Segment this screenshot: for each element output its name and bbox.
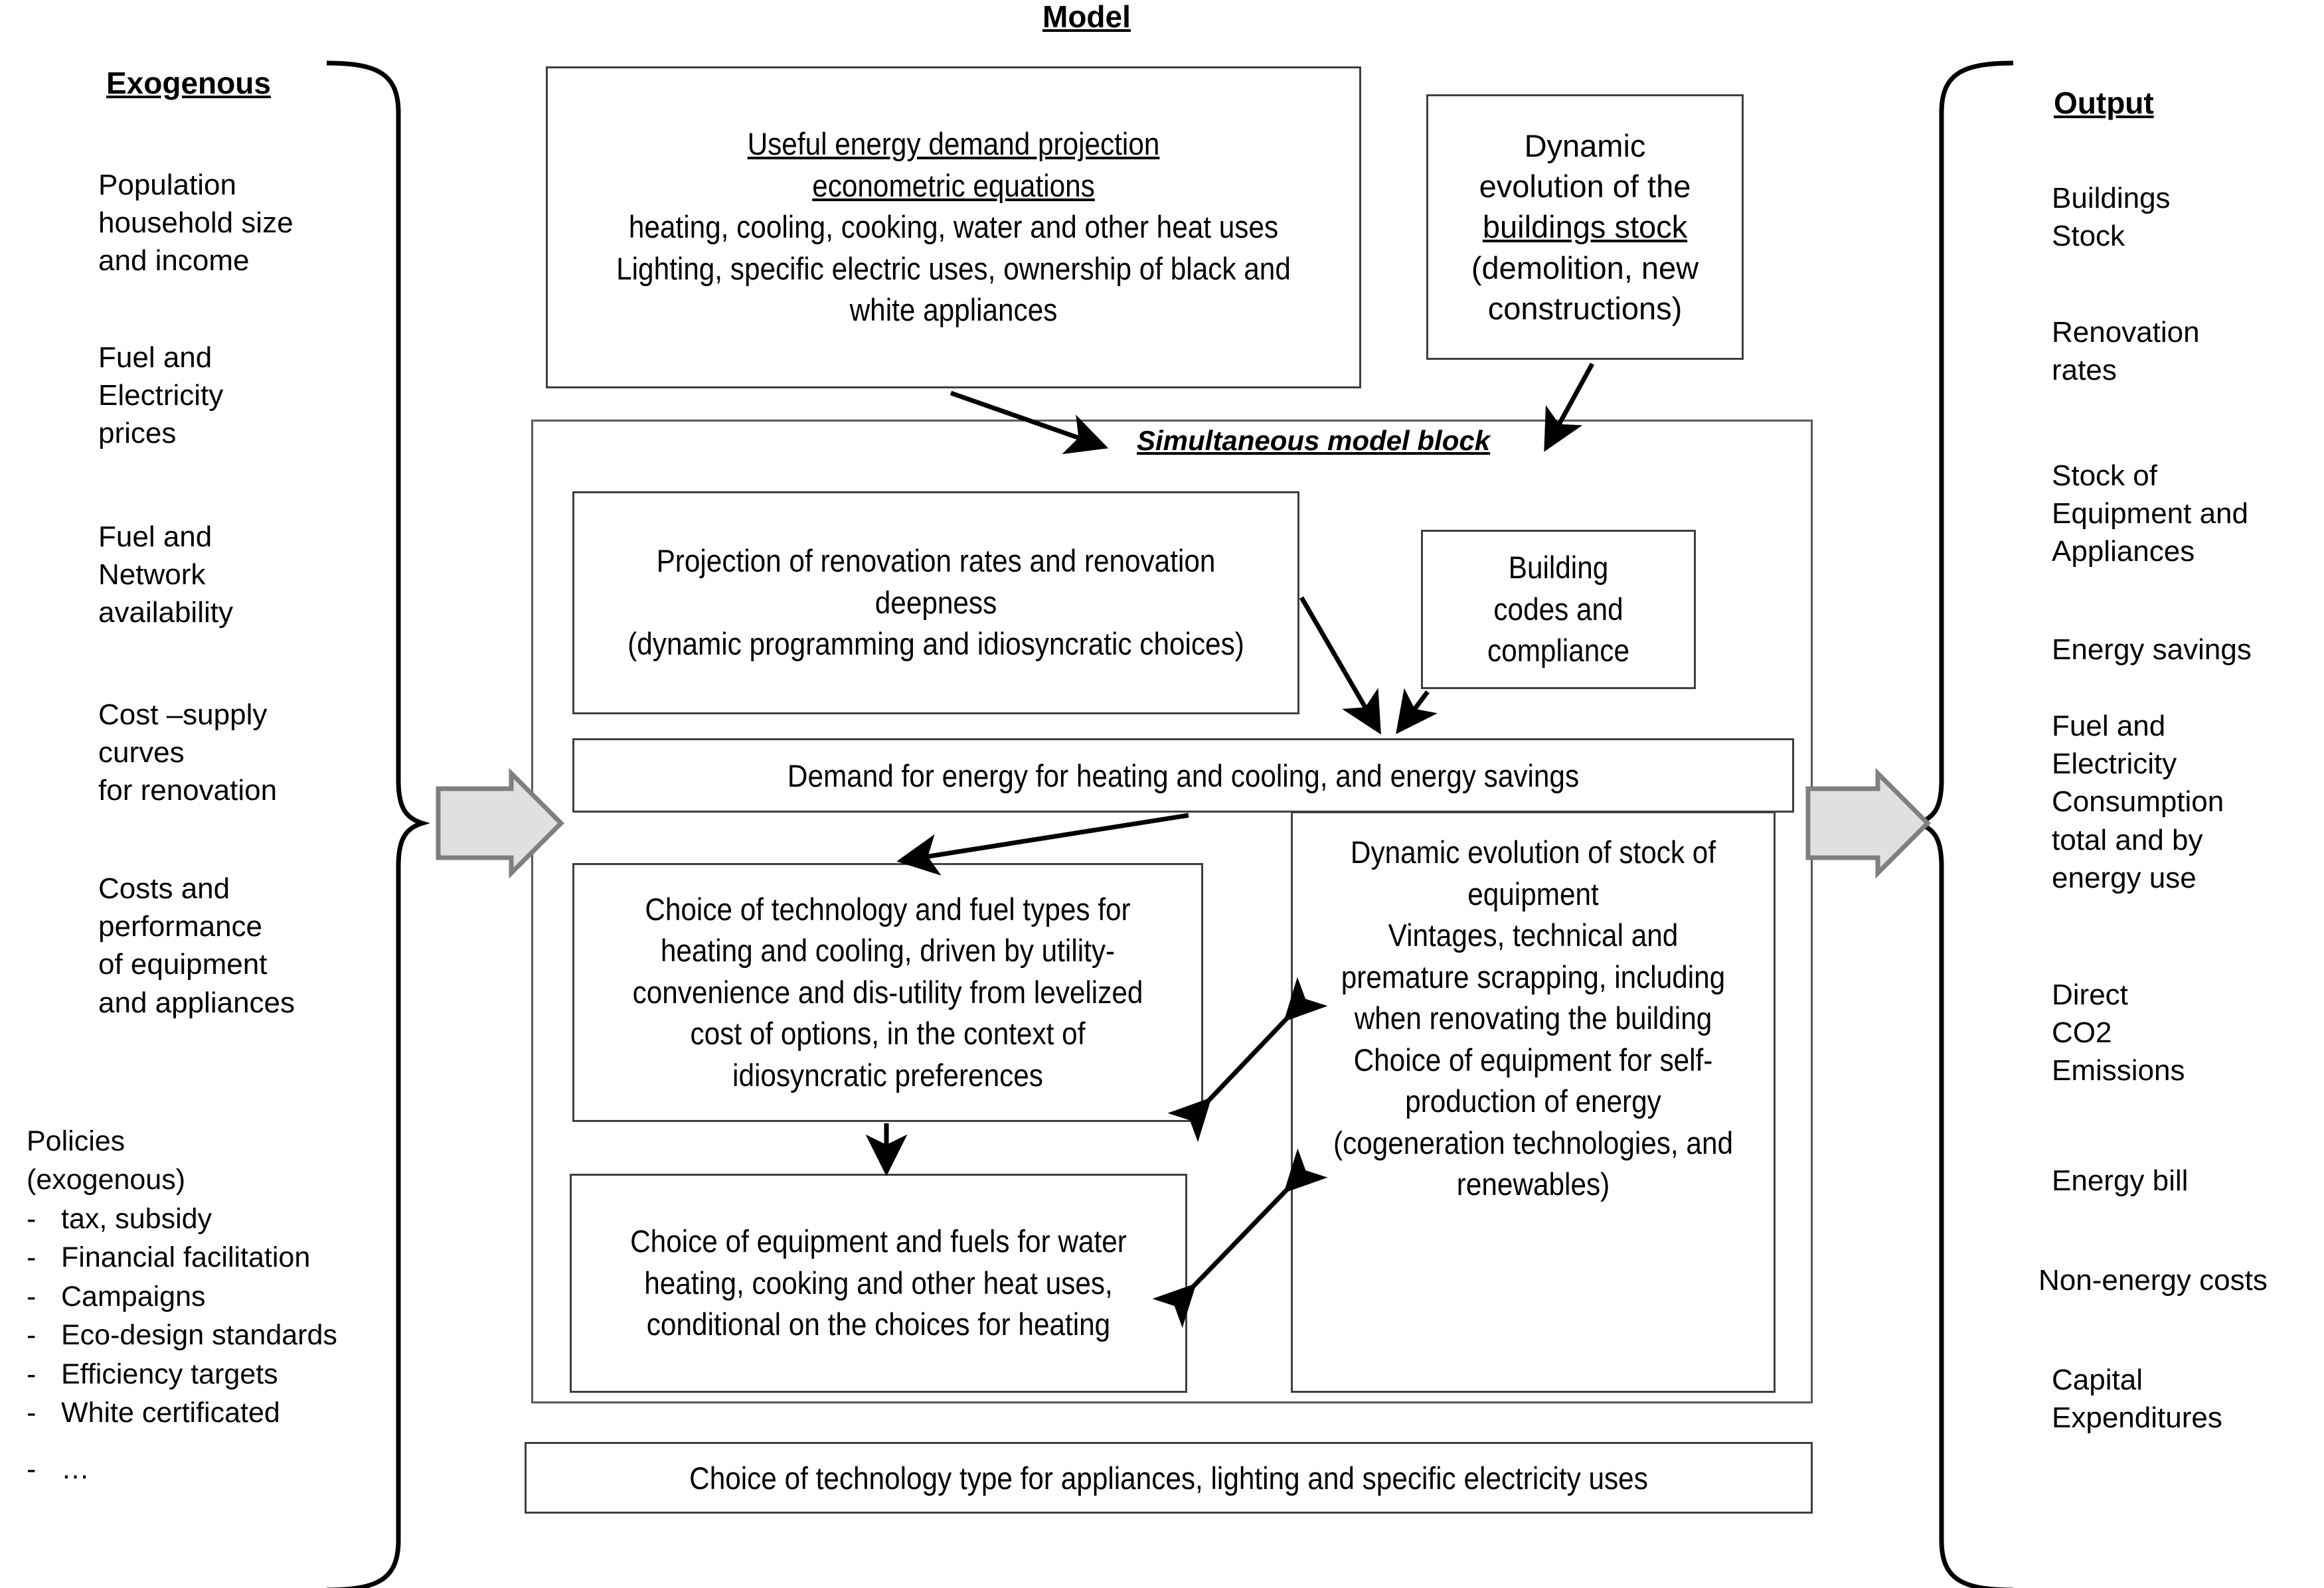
useful-energy-demand-box: Useful energy demand projection economet… <box>546 66 1361 388</box>
choice-equipment-fuels-text: Choice of equipment and fuels for water … <box>630 1224 1127 1342</box>
useful-energy-title-line2: econometric equations <box>812 167 1095 203</box>
policy-item: - Campaigns <box>27 1277 412 1316</box>
output-item-non-energy-costs: Non-energy costs <box>2038 1264 2268 1297</box>
appliances-technology-text: Choice of technology type for appliances… <box>689 1460 1648 1496</box>
stock-of-equipment-box: Dynamic evolution of stock of equipment … <box>1291 811 1776 1393</box>
policies-block: Policies (exogenous) - tax, subsidy - Fi… <box>27 1122 412 1488</box>
buildings-stock-line3: buildings stock <box>1482 209 1688 245</box>
policy-item: - tax, subsidy <box>27 1200 412 1238</box>
policy-bullet: - <box>27 1241 37 1274</box>
output-item-energy-savings: Energy savings <box>2052 633 2252 666</box>
model-to-output-arrow <box>1805 767 1931 879</box>
exogenous-item-fuel-network-availability: Fuel and Network availability <box>98 520 233 629</box>
policy-bullet: - <box>27 1453 37 1485</box>
output-item-capital-expenditures: Capital Expenditures <box>2052 1364 2222 1435</box>
appliances-technology-bar: Choice of technology type for appliances… <box>525 1442 1813 1514</box>
simultaneous-model-block-label: Simultaneous model block <box>1137 425 1491 456</box>
choice-technology-fuel-text: Choice of technology and fuel types for … <box>632 891 1143 1093</box>
exogenous-item-costs-performance: Costs and performance of equipment and a… <box>98 872 295 1019</box>
renovation-projection-box: Projection of renovation rates and renov… <box>572 491 1299 714</box>
choice-technology-fuel-box: Choice of technology and fuel types for … <box>572 863 1203 1122</box>
policies-title-line1: Policies <box>27 1125 125 1157</box>
policy-item: - Efficiency targets <box>27 1355 412 1393</box>
building-codes-box: Building codes and compliance <box>1421 530 1696 689</box>
simultaneous-model-frame <box>531 420 1813 1403</box>
exogenous-heading: Exogenous <box>106 66 271 100</box>
output-item-energy-bill: Energy bill <box>2052 1164 2189 1197</box>
buildings-stock-box: Dynamic evolution of the buildings stock… <box>1426 94 1744 360</box>
exogenous-item-cost-supply-curves: Cost –supply curves for renovation <box>98 698 278 807</box>
demand-for-energy-bar: Demand for energy for heating and coolin… <box>572 738 1794 813</box>
building-codes-text: Building codes and compliance <box>1487 550 1629 669</box>
policy-bullet: - <box>27 1280 37 1312</box>
buildings-stock-line2: evolution of the <box>1479 169 1691 204</box>
output-item-buildings-stock: Buildings Stock <box>2052 182 2171 253</box>
page-title: Model <box>1042 0 1131 34</box>
buildings-stock-line4: (demolition, new <box>1471 250 1699 285</box>
policy-label: Efficiency targets <box>61 1358 278 1390</box>
output-heading: Output <box>2054 86 2154 120</box>
policy-bullet: - <box>27 1202 37 1235</box>
exogenous-item-population: Population household size and income <box>98 169 293 278</box>
useful-energy-body: heating, cooling, cooking, water and oth… <box>616 209 1291 328</box>
policy-item: - Financial facilitation <box>27 1238 412 1277</box>
policy-item: - … <box>27 1450 412 1488</box>
output-item-fuel-electricity-consumption: Fuel and Electricity Consumption total a… <box>2052 710 2224 894</box>
policy-item: - White certificated <box>27 1393 412 1432</box>
exogenous-item-fuel-electricity-prices: Fuel and Electricity prices <box>98 341 224 450</box>
policy-bullet: - <box>27 1319 37 1352</box>
policy-label: tax, subsidy <box>61 1202 212 1235</box>
policy-label: Eco-design standards <box>61 1319 337 1352</box>
renovation-projection-text: Projection of renovation rates and renov… <box>627 543 1244 662</box>
policies-title-line2: (exogenous) <box>27 1164 186 1196</box>
useful-energy-title-line1: Useful energy demand projection <box>747 126 1160 162</box>
policy-bullet: - <box>27 1397 37 1429</box>
policy-label: White certificated <box>61 1397 280 1429</box>
stock-of-equipment-text: Dynamic evolution of stock of equipment … <box>1333 834 1734 1202</box>
output-item-renovation-rates: Renovation rates <box>2052 316 2200 387</box>
policy-label: Campaigns <box>61 1280 206 1312</box>
buildings-stock-line1: Dynamic <box>1524 128 1646 164</box>
output-bracket <box>1910 60 2014 1588</box>
policy-label: Financial facilitation <box>61 1241 311 1274</box>
buildings-stock-line5: constructions) <box>1487 290 1683 326</box>
choice-equipment-fuels-box: Choice of equipment and fuels for water … <box>570 1174 1187 1393</box>
policy-item: - Eco-design standards <box>27 1316 412 1354</box>
demand-for-energy-text: Demand for energy for heating and coolin… <box>787 757 1580 793</box>
output-item-direct-co2-emissions: Direct CO2 Emissions <box>2052 979 2185 1087</box>
output-item-stock-equipment-appliances: Stock of Equipment and Appliances <box>2052 459 2248 568</box>
policy-label: … <box>61 1453 90 1485</box>
policy-bullet: - <box>27 1358 37 1390</box>
